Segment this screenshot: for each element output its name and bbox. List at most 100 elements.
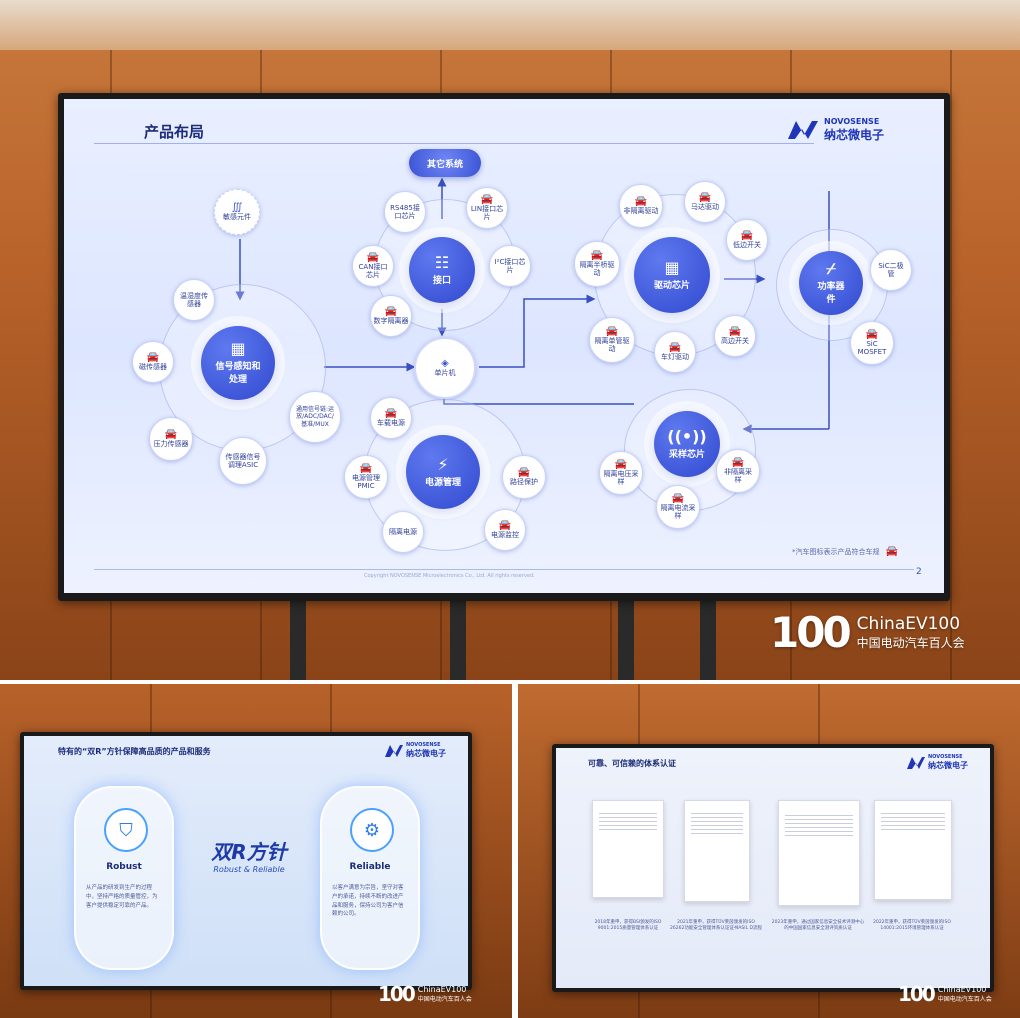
signal-chain-node: 通用信号链:运放/ADC/DAC/基准/MUX [289, 391, 341, 443]
signal-icon: ((•)) [667, 426, 707, 446]
car-icon: 🚘 [384, 305, 398, 317]
car-icon: 🚘 [605, 325, 619, 337]
novosense-logo: NOVOSENSE 纳芯微电子 [786, 117, 884, 143]
robust-card: ⛉ Robust 从产品的研发到生产的过程中，坚持严格的质量管控，为客户提供稳定… [74, 786, 174, 970]
left-screen: 特有的“双R”方针保障高品质的产品和服务 NOVOSENSE 纳芯微电子 ⛉ R… [20, 732, 472, 990]
watermark-en: ChinaEV100 [856, 614, 961, 634]
lamp-drive-node: 🚘车灯驱动 [654, 331, 696, 373]
power-mgmt-center-node: ⚡ 电源管理 [406, 435, 480, 509]
wall-seam [950, 0, 952, 680]
car-icon: 🚘 [498, 519, 512, 531]
vehicle-power-node: 🚘车载电源 [370, 397, 412, 439]
robust-text: 从产品的研发到生产的过程中，坚持严格的质量管控，为客户提供稳定可靠的产品。 [86, 885, 158, 909]
novosense-logo: NOVOSENSE 纳芯微电子 [906, 754, 968, 771]
sic-mosfet-node: 🚘SiC MOSFET [850, 321, 894, 365]
isolated-single-drive-node: 🚘隔离单管驱动 [589, 317, 635, 363]
dual-r-slide: 特有的“双R”方针保障高品质的产品和服务 NOVOSENSE 纳芯微电子 ⛉ R… [24, 736, 468, 986]
chip-icon: ▦ [664, 257, 680, 277]
page-number: 2 [916, 567, 922, 577]
car-icon: 🚘 [698, 191, 712, 203]
center-cn: 双R方针 [211, 840, 287, 864]
main-screen: 产品布局 NOVOSENSE 纳芯微电子 [58, 93, 950, 601]
car-icon: 🚘 [728, 325, 742, 337]
pressure-sensor-node: 🚘压力传感器 [149, 417, 193, 461]
power-device-center-node: ⌿ 功率器件 [799, 251, 863, 315]
car-icon: 🚘 [731, 456, 745, 468]
footnote: *汽车图标表示产品符合车规 🚘 [792, 546, 898, 557]
i2c-node: I²C接口芯片 [489, 245, 531, 287]
brand-en: NOVOSENSE [824, 117, 880, 126]
gear-refresh-icon: ⚙ [350, 808, 394, 852]
title-underline [94, 143, 814, 144]
right-screen: 可靠、可信赖的体系认证 NOVOSENSE 纳芯微电子 2018年重申，获得BS… [552, 744, 994, 992]
slide-title: 特有的“双R”方针保障高品质的产品和服务 [58, 747, 211, 756]
cert-caption: 2022年重申，获得TÜV莱茵颁发的ISO 14001:2015环境管理体系认证 [873, 920, 951, 932]
screen-stand-leg [290, 598, 306, 680]
other-systems-cloud: 其它系统 [409, 149, 481, 177]
robust-label: Robust [106, 862, 142, 872]
certification-slide: 可靠、可信赖的体系认证 NOVOSENSE 纳芯微电子 2018年重申，获得BS… [556, 748, 990, 988]
cert-document [874, 800, 952, 900]
product-layout-slide: 产品布局 NOVOSENSE 纳芯微电子 [64, 99, 944, 593]
brand-cn: 纳芯微电子 [824, 128, 885, 142]
switch-icon: ⌿ [826, 259, 836, 278]
car-icon: 🚘 [517, 466, 531, 478]
high-side-switch-node: 🚘高边开关 [714, 315, 756, 357]
screen-stand-leg [450, 598, 466, 680]
novosense-logo-mark [385, 744, 403, 757]
drive-center-node: ▦ 驱动芯片 [634, 237, 710, 313]
center-slogan: 双R方针 Robust & Reliable [174, 836, 324, 874]
car-icon: 🚘 [885, 546, 898, 557]
sic-diode-node: SiC二极管 [870, 249, 912, 291]
slide-title: 产品布局 [144, 123, 205, 141]
reliable-card: ⚙ Reliable 以客户满意为宗旨，坚守对客户的承诺，持续不断的改进产品和服… [320, 786, 420, 970]
shield-icon: ⛉ [104, 808, 148, 852]
cert-document [684, 800, 750, 902]
car-icon: 🚘 [590, 249, 604, 261]
car-icon: 🚘 [164, 428, 178, 440]
screen-stand-leg [618, 598, 634, 680]
reliable-label: Reliable [349, 862, 391, 872]
lin-node: 🚘LIN接口芯片 [466, 187, 508, 229]
isolated-current-node: 🚘隔离电流采样 [656, 485, 700, 529]
cert-caption: 2023年重申，通过国家信息安全技术评测中心的中国国家信息安全测评资质认证 [771, 920, 865, 932]
cloud-label: 其它系统 [426, 159, 463, 170]
car-icon: 🚘 [740, 229, 754, 241]
top-photo: 产品布局 NOVOSENSE 纳芯微电子 [0, 0, 1020, 680]
plug-icon: ⚡ [437, 454, 449, 474]
non-isolated-drive-node: 🚘非隔离驱动 [619, 184, 663, 228]
car-icon: 🚘 [671, 492, 685, 504]
magnetic-sensor-node: 🚘磁传感器 [132, 341, 174, 383]
car-icon: 🚘 [614, 458, 628, 470]
novosense-logo: NOVOSENSE 纳芯微电子 [384, 742, 446, 759]
non-isolated-sampling-node: 🚘非隔离采样 [716, 449, 760, 493]
novosense-logo-mark [788, 121, 818, 139]
mcu-hub-node: ◈ 单片机 [414, 337, 476, 399]
chinaev100-watermark: 100 ChinaEV100 中国电动汽车百人会 [770, 608, 965, 657]
watermark-number: 100 [770, 608, 852, 657]
car-icon: 🚘 [634, 195, 648, 207]
interface-center-node: ☷ 接口 [409, 237, 475, 303]
isolated-half-bridge-node: 🚘隔离半桥驱动 [574, 241, 620, 287]
sensor-coil-icon: ∭ [231, 201, 243, 213]
sensor-asic-node: 传感器信号调理ASIC [219, 437, 267, 485]
cert-document [778, 800, 860, 906]
sensitive-element-node: ∭ 敏感元件 [214, 189, 260, 235]
chip-icon: ▦ [230, 339, 246, 358]
chinaev100-watermark: 100 ChinaEV100 中国电动汽车百人会 [898, 982, 992, 1006]
cert-document [592, 800, 664, 898]
rs485-node: RS485接口芯片 [384, 191, 426, 233]
car-icon: 🚘 [668, 341, 682, 353]
screen-stand-leg [700, 598, 716, 680]
watermark-cn: 中国电动汽车百人会 [856, 636, 965, 650]
digital-isolator-node: 🚘数字隔离器 [370, 295, 412, 337]
novosense-logo-mark [907, 756, 925, 769]
sensing-center-node: ▦ 信号感知和处理 [201, 326, 275, 400]
copyright: Copyright NOVOSENSE Microelectronics Co.… [364, 573, 535, 579]
isolated-power-node: 隔离电源 [382, 511, 424, 553]
center-en: Robust & Reliable [213, 865, 285, 874]
reliable-text: 以客户满意为宗旨，坚守对客户的承诺，持续不断的改进产品和服务，保持公司为客户信赖… [332, 885, 404, 918]
car-icon: 🚘 [359, 462, 373, 474]
car-icon: 🚘 [366, 251, 380, 263]
isolated-voltage-node: 🚘隔离电压采样 [599, 451, 643, 495]
